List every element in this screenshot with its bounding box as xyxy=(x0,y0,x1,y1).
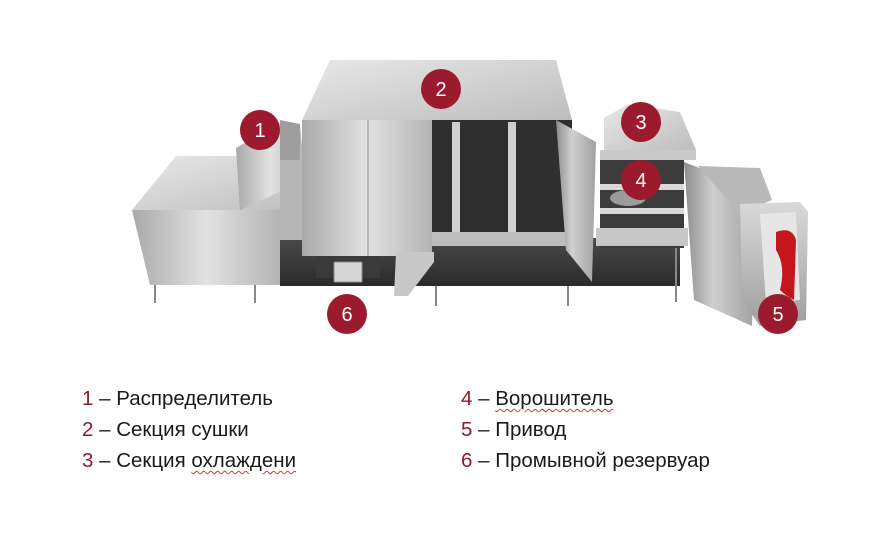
badge-2-number: 2 xyxy=(435,79,446,101)
legend-label: Ворошитель xyxy=(495,387,614,410)
legend-separator: – xyxy=(99,449,111,472)
badge-6-number: 6 xyxy=(341,304,352,326)
legend-number: 2 xyxy=(82,418,94,441)
legend-label: Привод xyxy=(495,418,567,441)
legend-right-column: 4 – Ворошитель 5 – Привод 6 – Промывной … xyxy=(461,383,710,476)
legend-item-cooling-section: 3 – Секция охлаждени xyxy=(82,445,296,476)
legend-item-agitator: 4 – Ворошитель xyxy=(461,383,710,414)
badge-1: 1 xyxy=(240,110,280,150)
badge-3: 3 xyxy=(621,102,661,142)
legend-item-drive: 5 – Привод xyxy=(461,414,710,445)
legend-separator: – xyxy=(478,449,490,472)
legend-label: Секция охлаждени xyxy=(116,449,297,472)
legend-separator: – xyxy=(99,387,111,410)
badge-4: 4 xyxy=(621,160,661,200)
drive-housing xyxy=(698,166,808,326)
legend-item-wash-tank: 6 – Промывной резервуар xyxy=(461,445,710,476)
legend-label: Распределитель xyxy=(116,387,273,410)
badge-2: 2 xyxy=(421,69,461,109)
legend-number: 1 xyxy=(82,387,94,410)
legend-item-distributor: 1 – Распределитель xyxy=(82,383,296,414)
badge-6: 6 xyxy=(327,294,367,334)
legend-label: Промывной резервуар xyxy=(495,449,710,472)
badge-5: 5 xyxy=(758,294,798,334)
legend-number: 6 xyxy=(461,449,473,472)
legend-number: 3 xyxy=(82,449,94,472)
badge-1-number: 1 xyxy=(254,120,265,142)
legend-number: 4 xyxy=(461,387,473,410)
legend-separator: – xyxy=(478,418,490,441)
badge-4-number: 4 xyxy=(635,170,646,192)
badge-3-number: 3 xyxy=(635,112,646,134)
legend-separator: – xyxy=(99,418,111,441)
legend-number: 5 xyxy=(461,418,473,441)
legend-left-column: 1 – Распределитель 2 – Секция сушки 3 – … xyxy=(82,383,296,476)
badge-5-number: 5 xyxy=(772,304,783,326)
wash-tank xyxy=(316,256,380,283)
legend-item-drying-section: 2 – Секция сушки xyxy=(82,414,296,445)
legend-label: Секция сушки xyxy=(116,418,249,441)
legend-separator: – xyxy=(478,387,490,410)
